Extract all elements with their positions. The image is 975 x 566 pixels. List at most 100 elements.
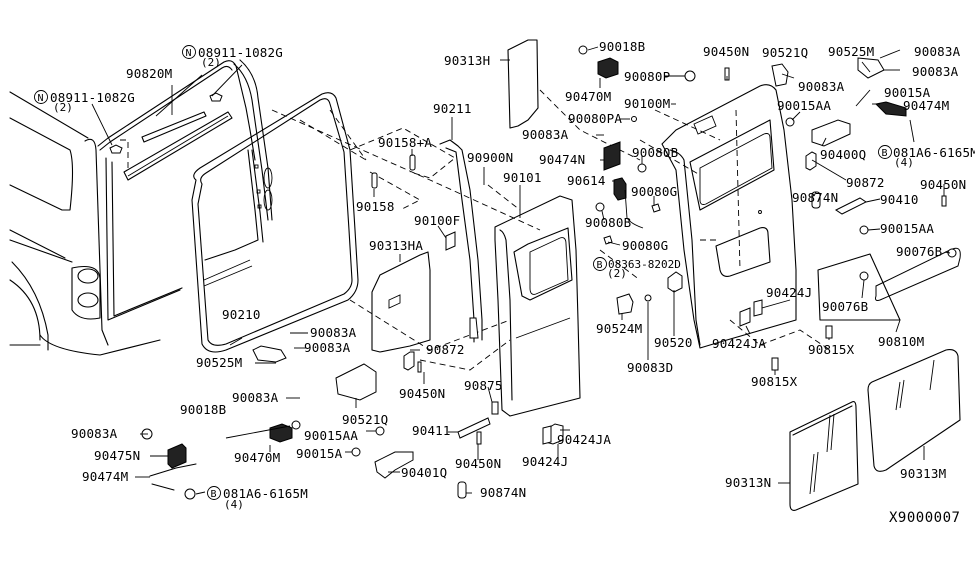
actuator-cable — [624, 189, 644, 229]
part-label-90101[interactable]: 90101 — [503, 170, 542, 185]
part-number[interactable]: 08363-8202D — [608, 258, 681, 271]
part-label-90820M[interactable]: 90820M — [126, 66, 172, 81]
part-label-90083A-8[interactable]: 90083A — [912, 64, 959, 79]
part-label-90521Q-top[interactable]: 90521Q — [762, 45, 808, 60]
part-label-90076B-2[interactable]: 90076B — [822, 299, 868, 314]
rod-90474M-left — [149, 463, 197, 491]
part-label-90018B-top[interactable]: 90018B — [599, 39, 645, 54]
part-label-90520[interactable]: 90520 — [654, 335, 693, 350]
part-label-90100F[interactable]: 90100F — [414, 213, 460, 228]
part-label-90313H[interactable]: 90313H — [444, 53, 490, 68]
part-label-90210[interactable]: 90210 — [222, 307, 261, 322]
part-label-90450N-bottom[interactable]: 90450N — [455, 456, 501, 471]
part-label-90158A[interactable]: 90158+A — [378, 135, 432, 150]
part-label-90076B-1[interactable]: 90076B — [896, 244, 942, 259]
part-label-90410[interactable]: 90410 — [880, 192, 919, 207]
part-label-90083A-5[interactable]: 90083A — [522, 127, 569, 142]
glass-90313N — [789, 401, 859, 511]
part-number[interactable]: 08911-1082G — [50, 90, 135, 105]
part-label-90424J-right[interactable]: 90424J — [766, 285, 812, 300]
part-label-90424J-mid[interactable]: 90424J — [522, 454, 568, 469]
part-label-90080B-2[interactable]: 90080B — [585, 215, 631, 230]
part-label-90872-right[interactable]: 90872 — [846, 175, 885, 190]
part-label-90083A-7[interactable]: 90083A — [914, 44, 961, 59]
part-label-90474N[interactable]: 90474N — [539, 152, 585, 167]
part-label-90080G-2[interactable]: 90080G — [622, 238, 668, 253]
hinge-90520 — [667, 271, 683, 293]
clip-90158 — [371, 172, 378, 189]
part-label-90015AA-left[interactable]: 90015AA — [304, 428, 358, 443]
part-label-90450N-top[interactable]: 90450N — [703, 44, 749, 59]
circled-letter: B — [597, 260, 603, 271]
part-label-90158[interactable]: 90158 — [356, 199, 395, 214]
part-label-90401Q[interactable]: 90401Q — [401, 465, 447, 480]
clip-90080B-1 — [637, 163, 647, 173]
clip-90080PA — [631, 116, 637, 122]
part-label-90400Q[interactable]: 90400Q — [820, 147, 866, 162]
trim-panel-90313H — [507, 39, 539, 129]
bumper-90424J-right — [753, 299, 763, 317]
part-label-90083A-1[interactable]: 90083A — [310, 325, 357, 340]
part-label-90083A-4[interactable]: 90083A — [71, 426, 118, 441]
garnish-90810M — [875, 247, 961, 301]
part-label-90411[interactable]: 90411 — [412, 423, 451, 438]
part-label-90424JA-right[interactable]: 90424JA — [712, 336, 766, 351]
part-label-90313N[interactable]: 90313N — [725, 475, 771, 490]
hinge-90525M-left — [252, 345, 287, 363]
part-label-90083A-6[interactable]: 90083A — [798, 79, 845, 94]
part-label-90875[interactable]: 90875 — [464, 378, 503, 393]
part-label-90424JA-mid[interactable]: 90424JA — [557, 432, 611, 447]
rear-door-right-90100M — [661, 84, 797, 349]
part-label-90080G-1[interactable]: 90080G — [631, 184, 677, 199]
hinge-90524M — [616, 293, 634, 315]
bracket-90470M-top — [597, 57, 619, 79]
part-label-90100M[interactable]: 90100M — [624, 96, 670, 111]
pillar-strip-90211 — [439, 139, 483, 343]
part-label-90080B-1[interactable]: 90080B — [632, 145, 678, 160]
part-number[interactable]: 081A6-6165M — [893, 145, 975, 160]
part-label-90015AA-r2[interactable]: 90015AA — [880, 221, 934, 236]
part-number[interactable]: 081A6-6165M — [223, 486, 308, 501]
part-label-90474M-left[interactable]: 90474M — [82, 469, 128, 484]
part-labels: N 08911-1082G (2) N 08911-1082G (2) 9082… — [34, 39, 975, 526]
part-label-90470M-top[interactable]: 90470M — [565, 89, 611, 104]
part-label-90211[interactable]: 90211 — [433, 101, 472, 116]
part-label-90521Q-left[interactable]: 90521Q — [342, 412, 388, 427]
part-label-90900N[interactable]: 90900N — [467, 150, 513, 165]
part-label-90080PA[interactable]: 90080PA — [568, 111, 622, 126]
part-label-90810M[interactable]: 90810M — [878, 334, 924, 349]
part-label-90475N[interactable]: 90475N — [94, 448, 140, 463]
part-label-90470M-left[interactable]: 90470M — [234, 450, 280, 465]
bumper-90872-right — [805, 151, 817, 171]
part-label-90083A-3[interactable]: 90083A — [232, 390, 279, 405]
part-label-90015A-left[interactable]: 90015A — [296, 446, 343, 461]
bumper-90872-left — [403, 351, 415, 371]
part-label-90525M-left[interactable]: 90525M — [196, 355, 242, 370]
part-label-90015AA-right[interactable]: 90015AA — [777, 98, 831, 113]
part-number[interactable]: 08911-1082G — [198, 45, 283, 60]
part-label-90872-left[interactable]: 90872 — [426, 342, 465, 357]
clip-90158A — [409, 154, 416, 171]
part-label-90815X-2[interactable]: 90815X — [751, 374, 798, 389]
part-label-90874N-right[interactable]: 90874N — [792, 190, 838, 205]
part-label-90313HA[interactable]: 90313HA — [369, 238, 423, 253]
circled-letter: N — [38, 93, 44, 104]
part-label-90015A-right[interactable]: 90015A — [884, 85, 931, 100]
hinge-90521Q-left — [335, 363, 377, 401]
part-label-90815X-1[interactable]: 90815X — [808, 342, 855, 357]
part-label-90018B-left[interactable]: 90018B — [180, 402, 226, 417]
part-label-90313M[interactable]: 90313M — [900, 466, 946, 481]
part-label-90525M-top[interactable]: 90525M — [828, 44, 874, 59]
part-label-90474M-right[interactable]: 90474M — [903, 98, 949, 113]
circled-letter: B — [882, 148, 888, 159]
part-label-90083D[interactable]: 90083D — [627, 360, 673, 375]
part-label-90874N-bottom[interactable]: 90874N — [480, 485, 526, 500]
bumper-90874N-bottom — [457, 481, 467, 499]
part-label-90083A-2[interactable]: 90083A — [304, 340, 351, 355]
part-label-90450N-left[interactable]: 90450N — [399, 386, 445, 401]
part-label-90524M[interactable]: 90524M — [596, 321, 642, 336]
part-label-90450N-right[interactable]: 90450N — [920, 177, 966, 192]
part-label-90614[interactable]: 90614 — [567, 173, 606, 188]
part-label-90080P[interactable]: 90080P — [624, 69, 670, 84]
